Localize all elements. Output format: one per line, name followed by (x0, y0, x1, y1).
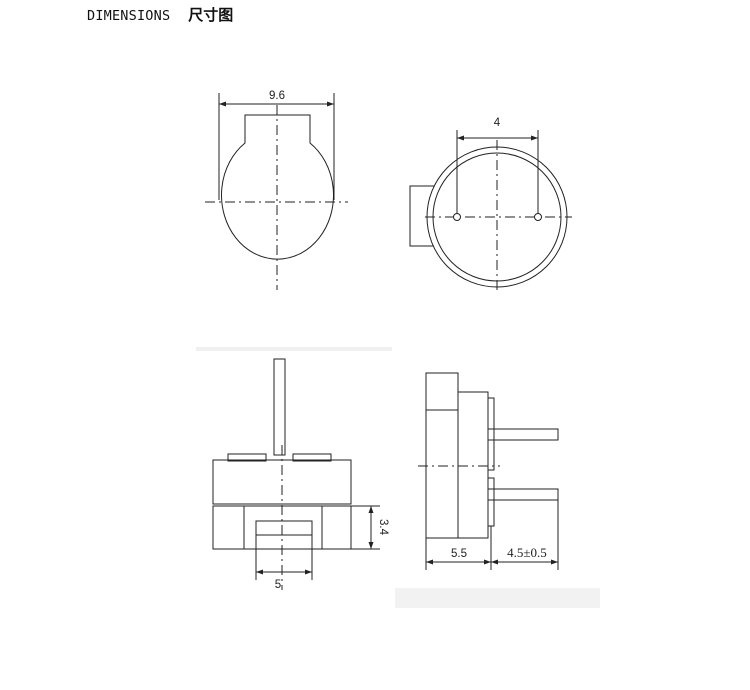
heading-chinese: 尺寸图 (188, 6, 234, 24)
dim-pin-spacing: 4 (494, 117, 501, 129)
rear-view-pin-right (534, 213, 542, 221)
side-view-front-plate (425, 372, 459, 539)
dim-slot-width: 5 (275, 579, 281, 591)
side-view-pin-lower (487, 488, 559, 501)
side-view-pin-clip-lower (487, 477, 495, 527)
top-view-outline (221, 114, 334, 260)
panel-shade-left (196, 347, 392, 351)
front-view-pad-left (227, 453, 267, 462)
front-view-pad-right (292, 453, 332, 462)
panel-shade-bottom (395, 588, 600, 608)
rear-view-pin-left (453, 213, 461, 221)
rear-view (409, 130, 572, 290)
side-view-pin-clip-upper (487, 397, 495, 471)
heading-english: DIMENSIONS (87, 8, 171, 24)
front-view-slot (255, 520, 313, 536)
front-view-pin (273, 358, 286, 456)
side-view-body (457, 391, 489, 539)
dim-top-width: 9.6 (269, 90, 285, 102)
dim-pin-length: 4.5±0.5 (507, 545, 547, 560)
top-view (205, 93, 348, 290)
side-view-pin-upper (487, 428, 559, 441)
dim-body-depth: 5.5 (451, 548, 467, 560)
page-heading: DIMENSIONS 尺寸图 (87, 4, 233, 25)
front-view (212, 358, 380, 590)
dim-height: 3.4 (377, 519, 389, 536)
side-view (418, 372, 559, 570)
